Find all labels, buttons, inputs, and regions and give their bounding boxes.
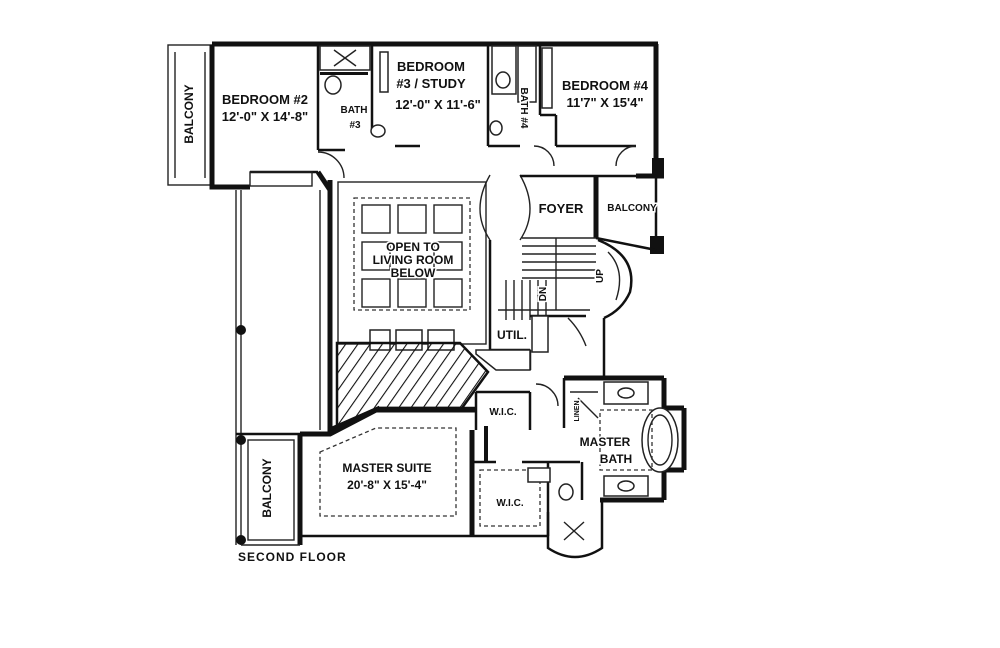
master-suite-walls <box>300 407 604 559</box>
stair-up-label: UP <box>595 269 606 283</box>
foyer-label: FOYER <box>539 201 584 216</box>
balcony-right-label: BALCONY <box>607 203 657 214</box>
foyer-stair <box>474 174 664 430</box>
linen-label: LINEN <box>574 401 581 422</box>
bedroom4-dims: 11'7" X 15'4" <box>566 95 643 110</box>
balcony-left-label: BALCONY <box>182 84 196 143</box>
master-bath-label-1: MASTER <box>580 435 631 449</box>
master-suite-label: MASTER SUITE <box>342 461 431 475</box>
stair-dn-label: DN <box>538 287 549 301</box>
bedroom4-label: BEDROOM #4 <box>562 78 649 93</box>
wic-upper-label: W.I.C. <box>489 407 516 418</box>
wic-lower-label: W.I.C. <box>496 498 523 509</box>
bath4-label: BATH #4 <box>518 88 529 129</box>
bedroom3-dims: 12'-0" X 11'-6" <box>395 97 481 112</box>
bedroom2-dims: 12'-0" X 14'-8" <box>222 109 308 124</box>
open-to-below-label-1: OPEN TO <box>386 240 440 254</box>
open-to-below-label-3: BELOW <box>391 266 436 280</box>
bedroom2-label: BEDROOM #2 <box>222 92 308 107</box>
room-labels: BALCONY BEDROOM #2 12'-0" X 14'-8" BATH … <box>182 58 659 565</box>
master-suite-dims: 20'-8" X 15'-4" <box>347 478 427 492</box>
master-bath-walls <box>562 375 687 503</box>
floor-label: SECOND FLOOR <box>238 550 347 564</box>
bath3-number: #3 <box>349 120 361 131</box>
bedroom3-label: BEDROOM <box>397 59 465 74</box>
upper-wing-walls <box>209 41 664 190</box>
bedroom3-sublabel: #3 / STUDY <box>396 76 466 91</box>
master-bath-label-2: BATH <box>600 452 632 466</box>
bath3-label: BATH <box>340 105 367 116</box>
util-label: UTIL. <box>497 328 527 342</box>
balcony-lower-label: BALCONY <box>260 458 274 517</box>
open-to-below-label-2: LIVING ROOM <box>373 253 454 267</box>
